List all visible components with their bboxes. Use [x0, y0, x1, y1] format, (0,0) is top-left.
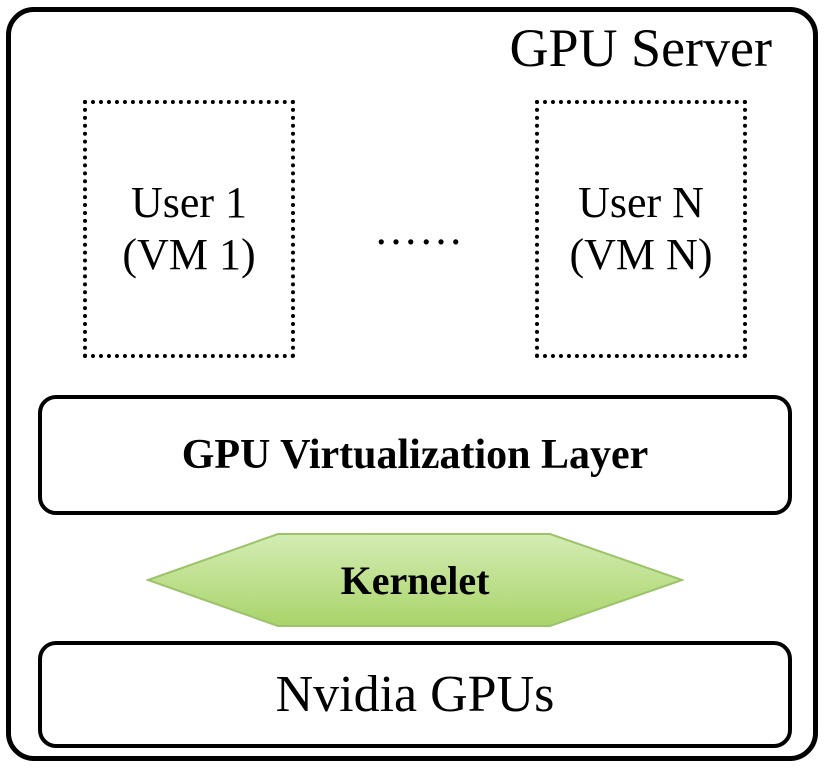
- kernelet-label: Kernelet: [340, 557, 490, 603]
- virtualization-layer-label: GPU Virtualization Layer: [181, 432, 649, 478]
- gpu-virtualization-layer: GPU Virtualization Layer: [38, 395, 792, 515]
- vm-box-user-1: User 1 (VM 1): [83, 100, 295, 358]
- gpu-server-box: [6, 7, 818, 761]
- vm-id-label: (VM N): [569, 230, 713, 279]
- vm-user-label: User N: [578, 178, 704, 227]
- vm-ellipsis: ……: [374, 205, 464, 254]
- vm-box-user-n: User N (VM N): [535, 100, 747, 358]
- gpu-server-title: GPU Server: [509, 18, 772, 78]
- kernelet-hexagon-shape: [146, 533, 684, 627]
- vm-user-label: User 1: [130, 178, 248, 227]
- vm-id-label: (VM 1): [122, 230, 256, 279]
- nvidia-gpus-layer: Nvidia GPUs: [38, 641, 792, 748]
- kernelet-hexagon: Kernelet: [146, 532, 684, 628]
- nvidia-gpus-label: Nvidia GPUs: [275, 666, 555, 723]
